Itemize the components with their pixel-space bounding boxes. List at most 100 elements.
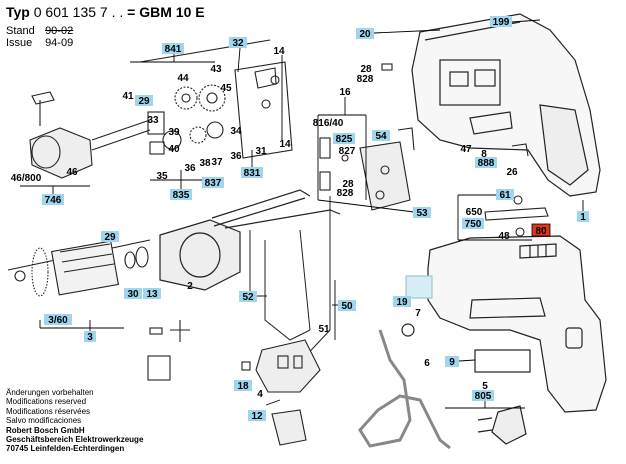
part-label-29: 29	[135, 95, 153, 107]
label-text: 12	[251, 411, 263, 422]
part-label-47: 47	[460, 144, 472, 155]
issue-row: Issue 94-09	[6, 37, 73, 49]
label-text: 38	[199, 158, 211, 169]
footer-division: Geschäftsbereich Elektrowerkzeuge	[6, 435, 144, 445]
part-label-827: 827	[339, 146, 356, 157]
label-text: 44	[177, 73, 189, 84]
label-text: 61	[499, 190, 511, 201]
label-highlight	[124, 288, 142, 299]
switch	[147, 320, 321, 446]
part-label-26: 26	[506, 167, 518, 178]
armature	[7, 239, 151, 297]
field-stator	[159, 189, 341, 291]
label-text: 51	[318, 324, 330, 335]
label-highlight	[531, 223, 551, 237]
label-text: 3	[87, 332, 93, 343]
part-label-46-800: 46/800	[11, 173, 42, 184]
label-text: 18	[237, 381, 249, 392]
part-label-32: 32	[229, 37, 247, 49]
label-highlight	[170, 189, 192, 200]
label-text: 805	[475, 391, 492, 402]
part-label-828: 828	[337, 188, 354, 199]
part-label-888: 888	[475, 157, 497, 169]
label-text: 1	[580, 212, 586, 223]
label-text: 3/60	[48, 315, 68, 326]
footer-line: Modifications reserved	[6, 397, 87, 407]
label-text: 28	[360, 64, 372, 75]
part-label-53: 53	[413, 207, 431, 219]
label-text: 39	[168, 127, 180, 138]
part-label-825: 825	[333, 133, 355, 145]
label-text: 53	[416, 208, 428, 219]
part-label-18: 18	[234, 380, 252, 392]
label-highlight	[44, 314, 72, 325]
part-label-8: 8	[481, 149, 487, 160]
part-label-14: 14	[279, 139, 291, 150]
label-highlight	[84, 331, 96, 342]
part-label-20: 20	[356, 28, 374, 40]
part-label-61: 61	[496, 189, 514, 201]
part-label-805: 805	[472, 390, 494, 402]
label-text: 52	[242, 292, 254, 303]
part-label-3: 3	[84, 331, 96, 343]
label-text: 16	[339, 87, 351, 98]
label-text: 650	[466, 207, 483, 218]
part-label-44: 44	[177, 73, 189, 84]
part-label-16: 16	[339, 87, 351, 98]
typ-label: Typ	[6, 4, 30, 20]
issue-value: 94-09	[45, 37, 74, 49]
label-highlight	[496, 189, 514, 200]
part-label-750: 750	[462, 218, 484, 230]
part-label-48: 48	[498, 231, 510, 242]
label-highlight	[372, 130, 390, 141]
label-text: 34	[230, 126, 242, 137]
label-text: 20	[359, 29, 371, 40]
label-text: 28	[342, 179, 354, 190]
part-label-1: 1	[577, 211, 589, 223]
label-text: 50	[341, 301, 353, 312]
label-highlight	[239, 291, 257, 302]
issue-label: Issue	[6, 37, 33, 49]
label-text: 746	[45, 195, 62, 206]
part-label-50: 50	[338, 300, 356, 312]
part-label-34: 34	[230, 126, 242, 137]
label-text: 54	[375, 131, 387, 142]
label-highlight	[202, 177, 224, 188]
label-text: 40	[168, 144, 180, 155]
part-label-831: 831	[241, 167, 263, 179]
label-text: 32	[232, 38, 244, 49]
label-highlight	[490, 16, 512, 27]
part-label-36: 36	[230, 151, 242, 162]
label-text: 80	[535, 226, 547, 237]
label-text: 837	[205, 178, 222, 189]
label-text: 816/40	[313, 118, 344, 129]
label-text: 828	[357, 74, 374, 85]
chuck-assembly	[29, 91, 165, 179]
label-text: 46	[66, 167, 78, 178]
label-text: 827	[339, 146, 356, 157]
label-text: 31	[255, 146, 267, 157]
label-highlight	[462, 218, 484, 229]
label-text: 8	[481, 149, 487, 160]
label-text: 14	[279, 139, 291, 150]
label-text: 5	[482, 381, 488, 392]
label-text: 831	[244, 168, 261, 179]
footer-company: Robert Bosch GmbH	[6, 425, 85, 435]
stand-label: Stand	[6, 25, 35, 37]
label-text: 36	[184, 163, 196, 174]
part-label-19: 19	[393, 296, 411, 308]
model-header: Typ 0 601 135 7 . . = GBM 10 E	[6, 4, 205, 20]
label-text: 36	[230, 151, 242, 162]
part-label-80: 80	[531, 223, 551, 237]
label-text: 9	[449, 357, 455, 368]
label-highlight	[229, 37, 247, 48]
footer-line: Salvo modificaciones	[6, 416, 82, 426]
housing-lower-half	[405, 235, 607, 413]
label-highlight	[248, 410, 266, 421]
label-text: 29	[138, 96, 150, 107]
part-label-29: 29	[101, 231, 119, 243]
part-label-837: 837	[202, 177, 224, 189]
label-highlight	[333, 133, 355, 144]
part-label-13: 13	[143, 288, 161, 300]
part-label-43: 43	[210, 64, 222, 75]
